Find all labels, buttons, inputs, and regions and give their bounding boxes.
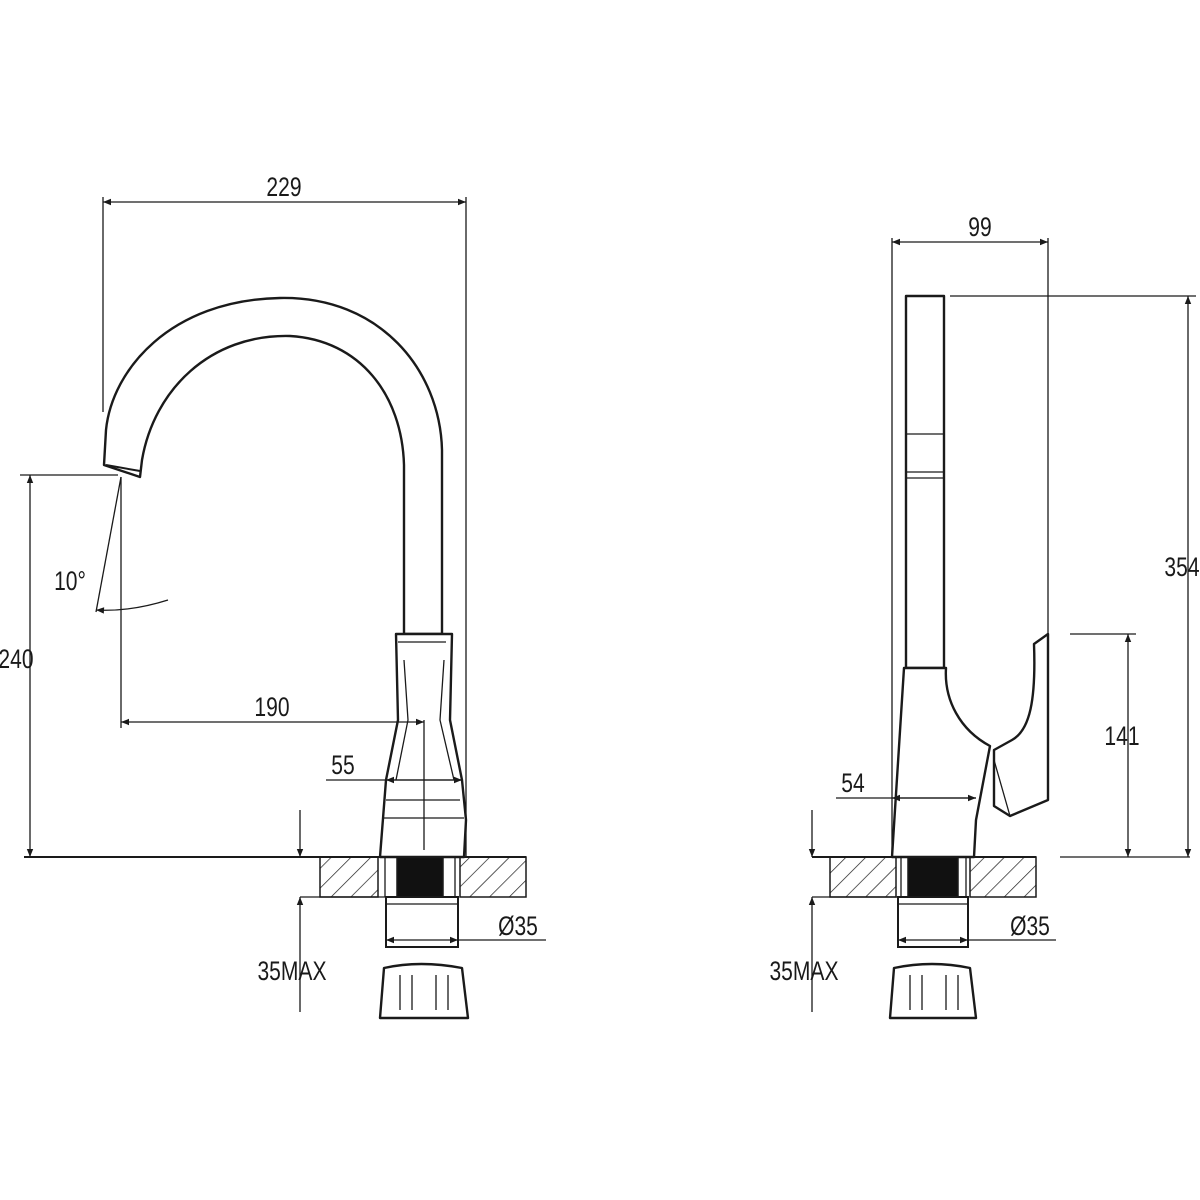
mixer-body-side <box>890 666 992 859</box>
dim-handle-height-side: 141 <box>1104 722 1139 752</box>
dim-height-front: 240 <box>0 645 34 675</box>
dim-width-front: 229 <box>266 173 301 203</box>
pipe-connector-side <box>888 962 978 1020</box>
counter-section-front <box>319 856 527 898</box>
dim-diameter-side: Ø35 <box>1010 912 1050 942</box>
dim-counter-max-side: 35MAX <box>769 957 838 987</box>
spout-side <box>904 294 946 670</box>
side-view: 99 354 141 54 35MAX Ø35 <box>769 213 1200 1020</box>
mixer-body-front <box>378 632 468 859</box>
lever-handle-side <box>992 632 1050 818</box>
counter-section-side <box>829 856 1037 898</box>
dim-base-side: 54 <box>841 769 864 799</box>
threaded-shank-front <box>396 856 444 898</box>
spout-front <box>102 296 444 636</box>
dim-base-front: 55 <box>331 751 354 781</box>
dim-diameter-front: Ø35 <box>498 912 538 942</box>
dim-swivel-angle: 10° <box>54 567 86 597</box>
dim-depth-side: 99 <box>968 213 991 243</box>
dim-reach-front: 190 <box>254 693 289 723</box>
threaded-shank-side <box>907 856 959 898</box>
dim-height-side: 354 <box>1164 553 1199 583</box>
dim-counter-max-front: 35MAX <box>257 957 326 987</box>
pipe-connector-front <box>378 962 470 1020</box>
front-view: 229 240 10° 190 55 35MAX Ø35 <box>0 173 546 1020</box>
